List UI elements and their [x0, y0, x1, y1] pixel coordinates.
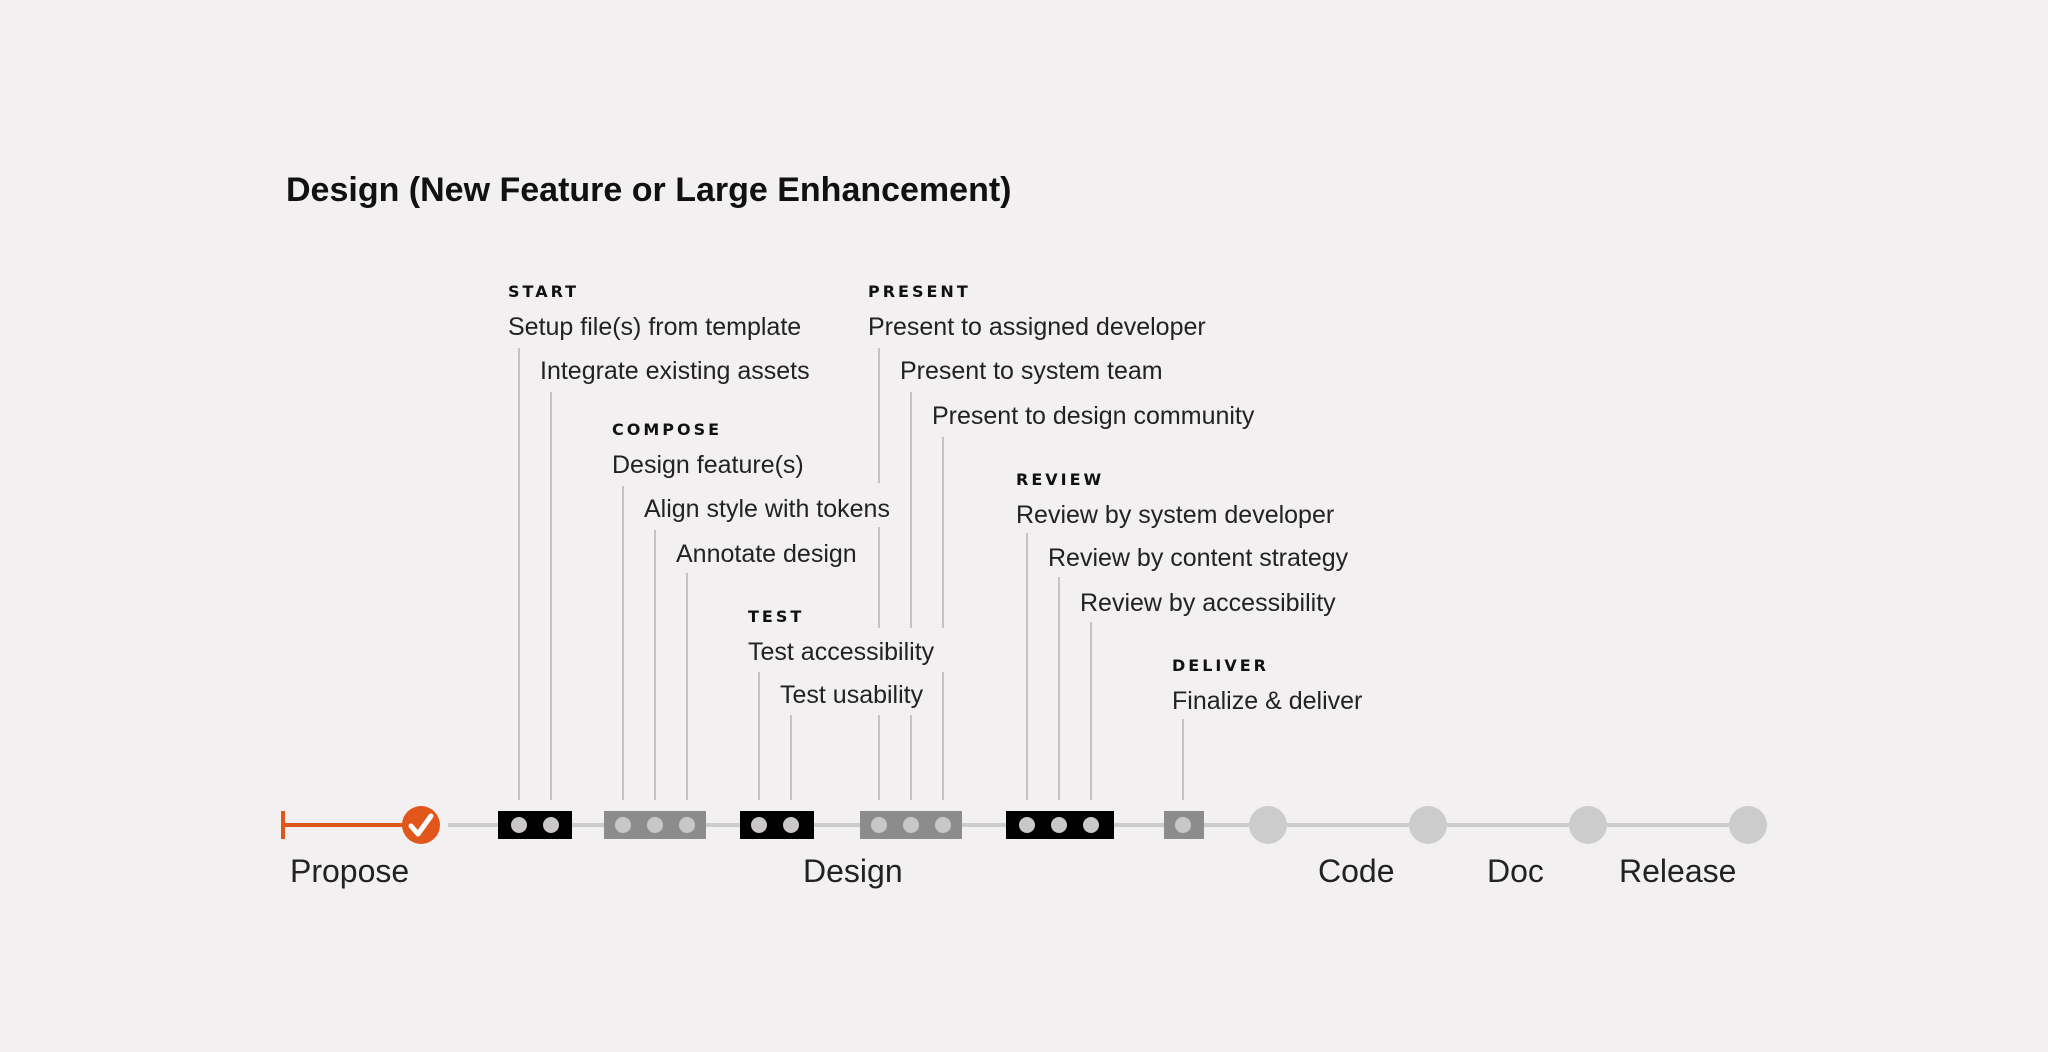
group-test: TEST Test accessibility Test usability [748, 607, 935, 709]
group-deliver: DELIVER Finalize & deliver [1172, 656, 1362, 715]
task-review-content-strategy: Review by content strategy [1048, 544, 1349, 572]
task-review-accessibility: Review by accessibility [1080, 589, 1336, 617]
phase-label-propose: Propose [290, 853, 409, 889]
group-label-start: START [508, 282, 579, 301]
step-block-compose [604, 811, 706, 839]
step-block-test [740, 811, 814, 839]
task-test-accessibility: Test accessibility [748, 638, 935, 666]
step-block-start [498, 811, 572, 839]
task-align-style: Align style with tokens [644, 495, 890, 523]
task-test-usability: Test usability [780, 681, 924, 709]
group-present: PRESENT Present to assigned developer Pr… [868, 282, 1255, 430]
group-review: REVIEW Review by system developer Review… [1016, 470, 1349, 617]
phase-label-design: Design [803, 853, 903, 889]
task-present-design-community: Present to design community [932, 402, 1255, 430]
group-start: START Setup file(s) from template Integr… [508, 282, 810, 385]
task-setup-files: Setup file(s) from template [508, 313, 801, 341]
check-icon [408, 813, 434, 837]
group-label-deliver: DELIVER [1172, 656, 1269, 675]
connector-lines [518, 348, 1184, 800]
group-label-compose: COMPOSE [612, 420, 722, 439]
step-block-deliver [1164, 811, 1204, 839]
milestone-propose [402, 806, 440, 844]
milestone-doc [1569, 806, 1607, 844]
milestone-propose-marker [402, 806, 440, 844]
task-finalize-deliver: Finalize & deliver [1172, 687, 1362, 715]
milestone-code [1409, 806, 1447, 844]
milestone-design-end [1249, 806, 1287, 844]
page-title: Design (New Feature or Large Enhancement… [286, 171, 1012, 209]
phase-label-release: Release [1619, 853, 1736, 889]
task-design-features: Design feature(s) [612, 451, 804, 479]
phase-label-code: Code [1318, 853, 1395, 889]
phase-label-doc: Doc [1487, 853, 1544, 889]
task-integrate-assets: Integrate existing assets [540, 357, 810, 385]
task-present-developer: Present to assigned developer [868, 313, 1206, 341]
step-block-present [860, 811, 962, 839]
timeline [281, 806, 1767, 844]
milestone-release [1729, 806, 1767, 844]
task-present-system-team: Present to system team [900, 357, 1163, 385]
group-label-present: PRESENT [868, 282, 971, 301]
step-block-review [1006, 811, 1114, 839]
phase-labels: Propose Design Code Doc Release [290, 853, 1736, 889]
task-review-system-developer: Review by system developer [1016, 501, 1334, 529]
group-label-test: TEST [748, 607, 804, 626]
task-annotate-design: Annotate design [676, 540, 857, 568]
group-compose: COMPOSE Design feature(s) Align style wi… [612, 420, 890, 568]
group-label-review: REVIEW [1016, 470, 1104, 489]
